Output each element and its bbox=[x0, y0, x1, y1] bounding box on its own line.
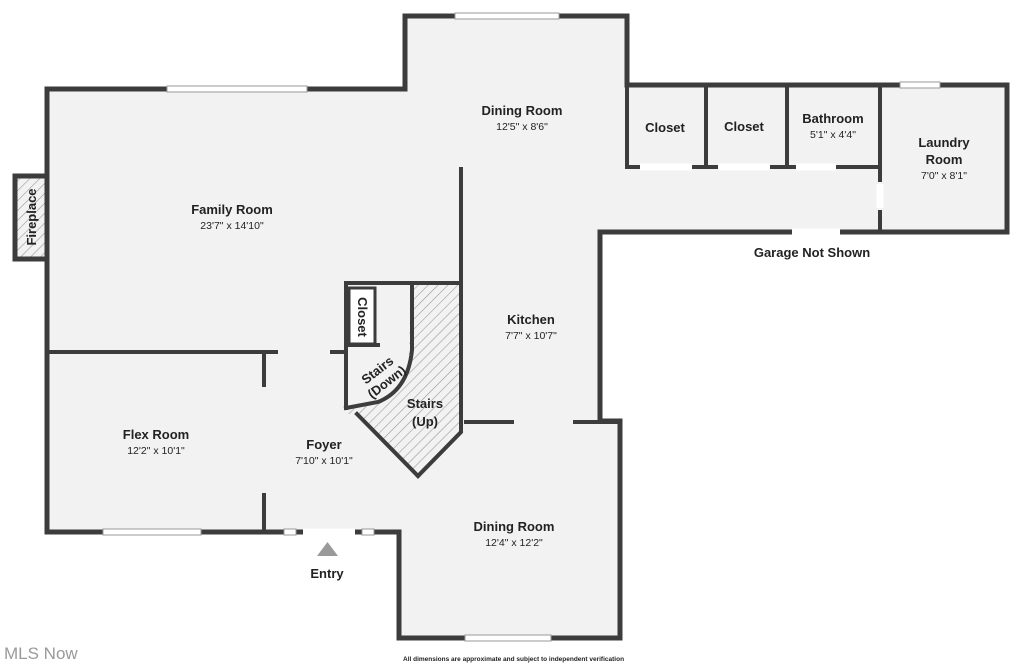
garage-note: Garage Not Shown bbox=[754, 245, 870, 260]
fireplace bbox=[12, 173, 50, 262]
door-openings bbox=[303, 163, 884, 536]
stairs-closet-label: Closet bbox=[355, 297, 370, 337]
stairs-up-line2: (Up) bbox=[412, 414, 438, 429]
bathroom-name: Bathroom bbox=[802, 111, 863, 126]
windows bbox=[102, 12, 941, 642]
dining-room-top-dims: 12'5" x 8'6" bbox=[496, 121, 548, 133]
family-room-dims: 23'7" x 14'10" bbox=[200, 220, 264, 232]
stairs-block bbox=[343, 281, 463, 479]
flex-room-dims: 12'2" x 10'1" bbox=[127, 445, 185, 457]
disclaimer: All dimensions are approximate and subje… bbox=[403, 656, 625, 663]
stairs-up-line1: Stairs bbox=[407, 396, 443, 411]
dining-room-bottom-dims: 12'4" x 12'2" bbox=[485, 537, 543, 549]
fireplace-label: Fireplace bbox=[24, 188, 39, 245]
laundry-room-name-line2: Room bbox=[926, 152, 963, 167]
kitchen-name: Kitchen bbox=[507, 312, 555, 327]
closet-2-name: Closet bbox=[724, 119, 764, 134]
laundry-room-dims: 7'0" x 8'1" bbox=[921, 170, 967, 182]
dining-room-top-name: Dining Room bbox=[482, 103, 563, 118]
kitchen-dims: 7'7" x 10'7" bbox=[505, 330, 557, 342]
foyer-name: Foyer bbox=[306, 437, 341, 452]
laundry-room-name-line1: Laundry bbox=[918, 135, 970, 150]
entry-arrow-icon bbox=[317, 542, 338, 556]
floor-area bbox=[47, 16, 1007, 638]
flex-room-name: Flex Room bbox=[123, 427, 189, 442]
dining-room-bottom-name: Dining Room bbox=[474, 519, 555, 534]
watermark: MLS Now bbox=[4, 644, 78, 663]
closet-1-name: Closet bbox=[645, 120, 685, 135]
foyer-dims: 7'10" x 10'1" bbox=[295, 455, 353, 467]
entry-label: Entry bbox=[310, 566, 344, 581]
family-room-name: Family Room bbox=[191, 202, 273, 217]
bathroom-dims: 5'1" x 4'4" bbox=[810, 129, 856, 141]
